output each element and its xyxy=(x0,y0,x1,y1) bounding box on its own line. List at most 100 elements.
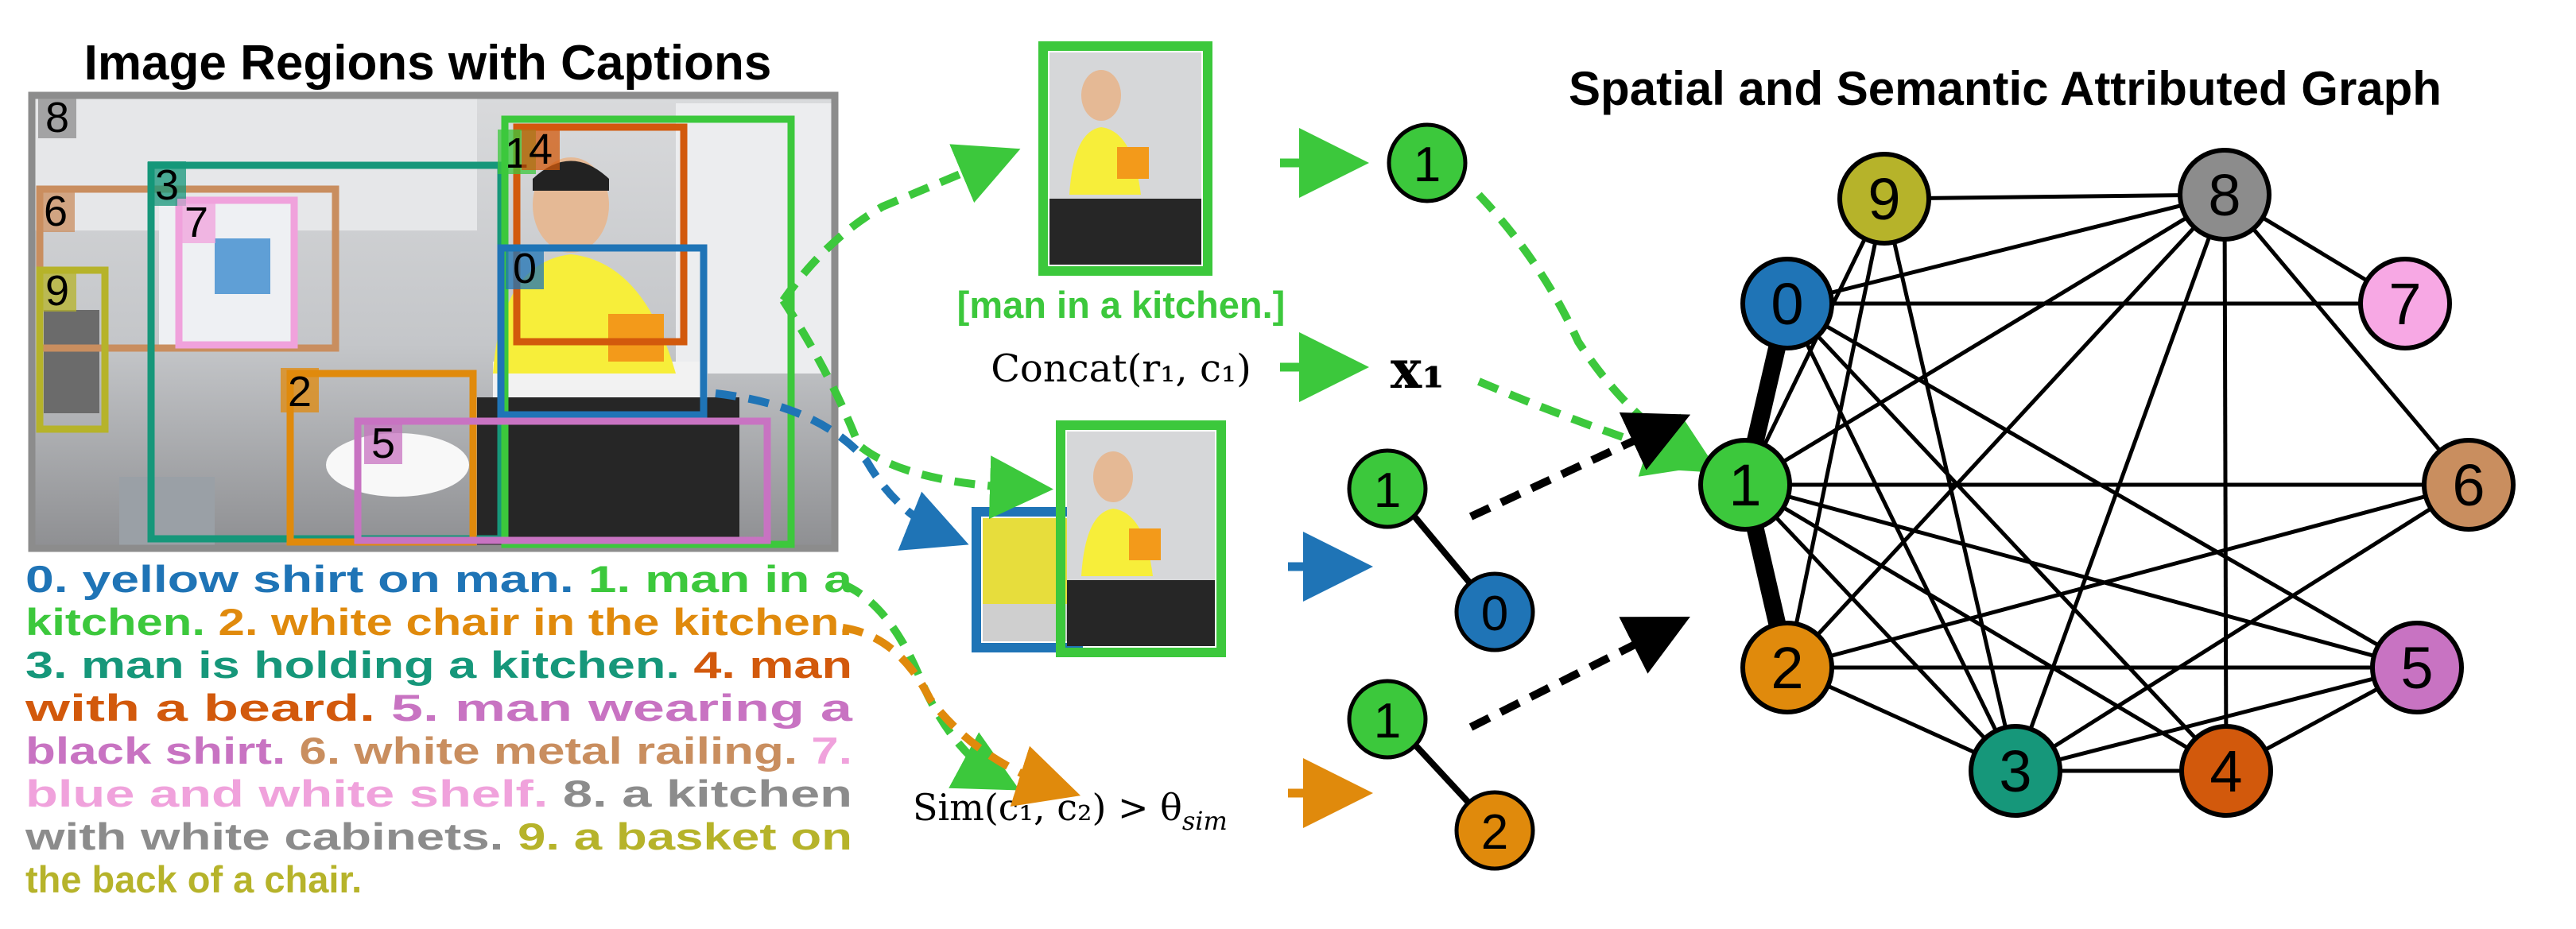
pair-1-0: 1 0 xyxy=(1347,448,1535,652)
edge-0-8 xyxy=(1787,192,2225,306)
region-label-6: 6 xyxy=(44,188,68,235)
region-label-9: 9 xyxy=(45,267,69,315)
caption-segment-6: 6. white metal railing. xyxy=(299,730,811,772)
caption-segment-8: with white cabinets. xyxy=(25,815,518,857)
graph-node-5 xyxy=(2370,621,2464,714)
caption-segment-5: black shirt. xyxy=(25,730,299,772)
region-box-7 xyxy=(175,196,298,349)
region-label-bg-4 xyxy=(522,126,560,170)
left-title: Image Regions with Captions xyxy=(84,36,772,91)
middle-arrows xyxy=(715,128,1720,828)
dashed-arrow-to-sim-green xyxy=(840,580,1020,791)
svg-text:2: 2 xyxy=(1481,805,1508,860)
graph-node-4 xyxy=(2179,724,2273,818)
caption-segment-2: 2. white chair in the kitchen. xyxy=(219,601,852,643)
graph-node-label-2: 2 xyxy=(1771,635,1803,701)
edge-1-3 xyxy=(1744,483,2017,772)
edge-0-3 xyxy=(1785,302,2018,772)
caption-segment-1: kitchen. xyxy=(25,601,219,643)
region-label-bg-0 xyxy=(506,245,544,289)
region-box-8 xyxy=(28,91,839,552)
edge-2-6 xyxy=(1787,482,2469,670)
caption-line: 3. man is holding a kitchen. 4. man xyxy=(25,644,852,686)
graph-node-label-3: 3 xyxy=(1999,738,2031,804)
graph-node-label-9: 9 xyxy=(1868,166,1900,232)
sim-label: Sim(c₁, c₂) > θsim xyxy=(913,786,1228,836)
right-title: Spatial and Semantic Attributed Graph xyxy=(1569,62,2442,115)
region-label-bg-6 xyxy=(37,188,75,232)
crop-caption: [man in a kitchen.] xyxy=(957,284,1286,326)
caption-segment-0: 0. yellow shirt on man. xyxy=(25,558,588,600)
svg-text:1: 1 xyxy=(1374,694,1401,749)
graph-node-label-5: 5 xyxy=(2400,635,2433,701)
region-label-2: 2 xyxy=(288,368,312,416)
edge-0-4 xyxy=(1786,302,2228,772)
region-label-bg-7 xyxy=(177,199,215,243)
crop-region-1 xyxy=(1038,41,1212,276)
region-label-bg-9 xyxy=(38,267,76,312)
dashed-arrow-pair-top-to-graph xyxy=(1468,412,1691,521)
caption-segment-4: with a beard. xyxy=(24,687,390,729)
crop-pair-1-0 xyxy=(972,420,1226,657)
graph-node-label-7: 7 xyxy=(2388,271,2421,337)
caption-segment-9: 9. a basket on xyxy=(518,815,852,857)
caption-segment-9: the back of a chair. xyxy=(25,858,362,900)
graph-node-1 xyxy=(1698,438,1792,532)
dashed-arrow-pair-bottom-to-graph xyxy=(1468,617,1690,731)
graph-edges xyxy=(1736,192,2470,773)
caption-segment-7: blue and white shelf. xyxy=(25,772,563,815)
dashed-arrow-to-pair-green xyxy=(779,298,1053,520)
svg-text:1: 1 xyxy=(1414,137,1441,192)
caption-line: the back of a chair. xyxy=(25,858,362,900)
caption-line: with white cabinets. 9. a basket on xyxy=(25,815,852,857)
region-label-5: 5 xyxy=(371,420,395,467)
graph-node-label-6: 6 xyxy=(2452,452,2485,518)
graph-node-6 xyxy=(2422,438,2516,532)
region-label-bg-5 xyxy=(364,420,402,464)
edge-3-5 xyxy=(2015,665,2418,773)
region-box-4 xyxy=(513,123,688,346)
region-box-0 xyxy=(497,244,708,419)
edge-1-4 xyxy=(1744,482,2228,773)
edge-3-6 xyxy=(2014,482,2470,773)
caption-segment-1: 1. man in a xyxy=(588,558,854,600)
dashed-arrow-to-pair-blue xyxy=(715,389,969,551)
dashed-arrow-to-crop xyxy=(779,144,1021,303)
graph-node-9 xyxy=(1837,152,1931,246)
region-label-4: 4 xyxy=(529,126,553,173)
region-box-1 xyxy=(501,115,795,548)
dashed-arrow-to-sim-orange xyxy=(842,624,1081,807)
edge-1-5 xyxy=(1744,482,2418,670)
graph-node-8 xyxy=(2178,148,2271,242)
edge-9-2 xyxy=(1785,198,1887,668)
edge-8-2 xyxy=(1786,193,2226,669)
pair-1-2: 1 2 xyxy=(1347,679,1535,871)
graph-node-2 xyxy=(1740,621,1834,714)
edge-8-1 xyxy=(1744,192,2226,487)
edge-9-1 xyxy=(1743,197,1887,486)
svg-text:1: 1 xyxy=(1374,463,1401,518)
graph-node-3 xyxy=(1969,724,2062,818)
dashed-arrow-x1-to-graph xyxy=(1477,377,1709,477)
region-label-7: 7 xyxy=(184,199,208,246)
edge-8-6 xyxy=(2223,193,2470,486)
region-label-bg-8 xyxy=(38,94,76,138)
feature-x1: x₁ xyxy=(1391,339,1445,401)
caption-segment-8: 8. a kitchen xyxy=(563,772,852,815)
region-label-bg-2 xyxy=(281,368,319,412)
region-box-5 xyxy=(354,417,771,544)
graph-node-label-4: 4 xyxy=(2209,738,2242,804)
region-label-0: 0 xyxy=(513,245,537,292)
caption-line: black shirt. 6. white metal railing. 7. xyxy=(25,730,852,772)
caption-segment-4: 4. man xyxy=(693,644,852,686)
caption-line: kitchen. 2. white chair in the kitchen. xyxy=(25,601,852,643)
caption-line: 0. yellow shirt on man. 1. man in a xyxy=(25,558,853,600)
edge-9-8 xyxy=(1884,192,2225,201)
region-label-3: 3 xyxy=(155,161,179,209)
caption-segment-5: 5. man wearing a xyxy=(391,687,853,729)
caption-line: with a beard. 5. man wearing a xyxy=(24,687,853,729)
